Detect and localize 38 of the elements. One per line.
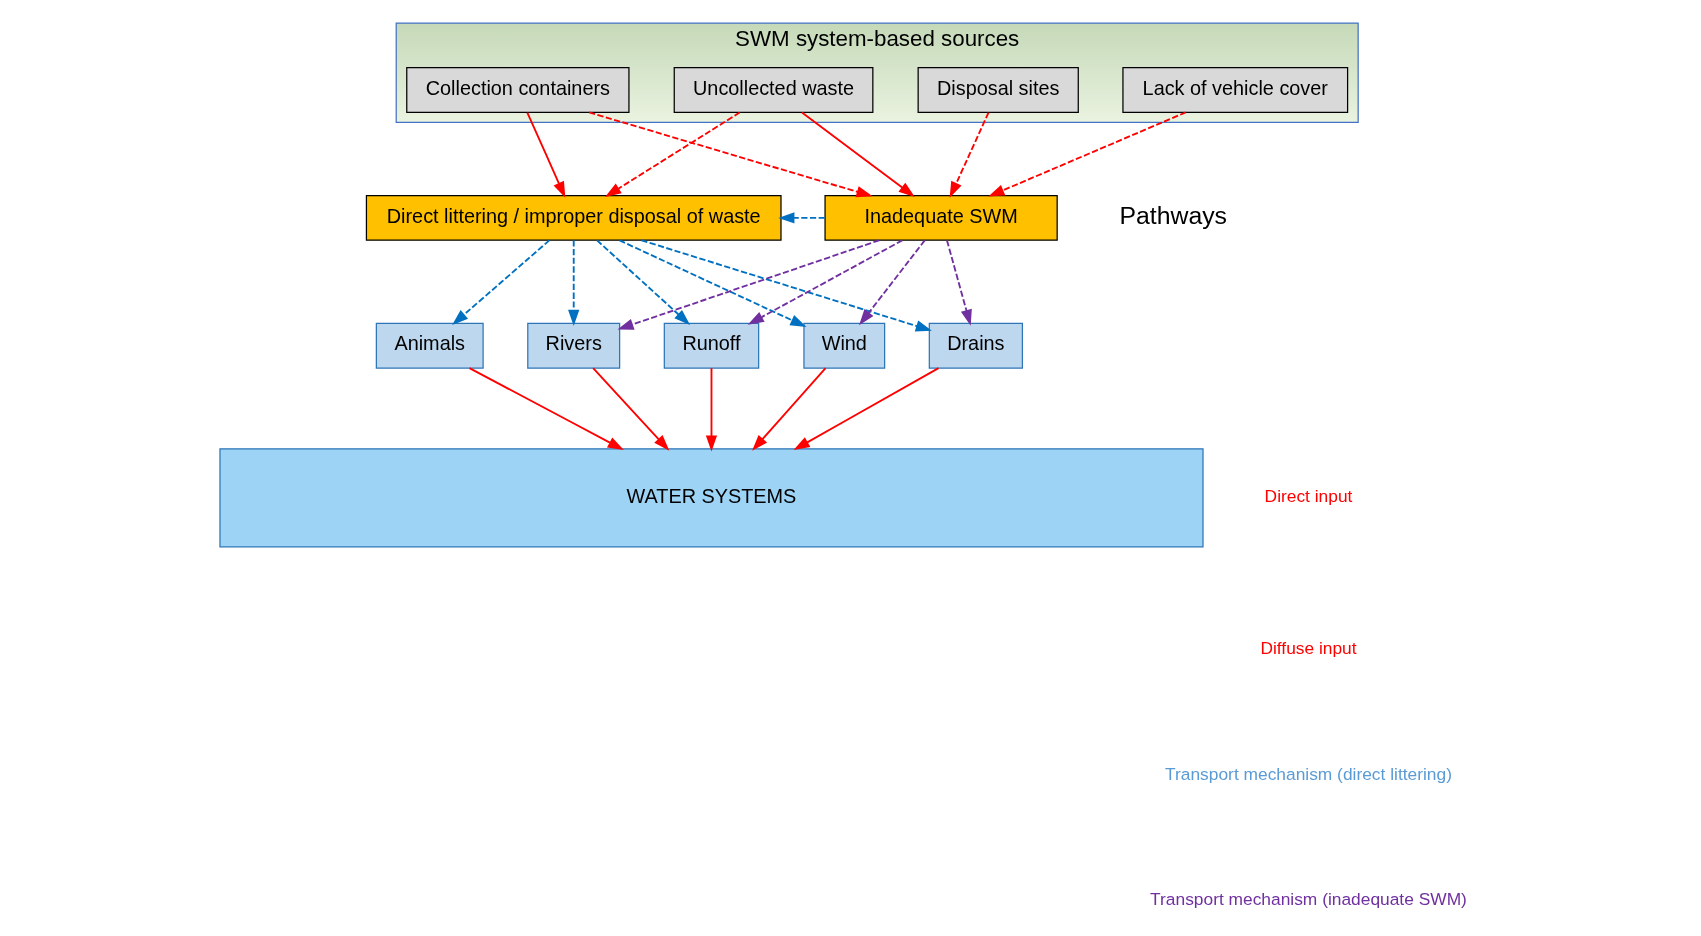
node-box: WATER SYSTEMS [219, 448, 1204, 548]
arrow [859, 239, 926, 326]
legend-label: Direct input [1264, 486, 1353, 507]
arrow [526, 111, 566, 198]
node-box: Animals [375, 322, 484, 369]
arrow [778, 212, 826, 224]
arrow [468, 367, 624, 451]
arrow [617, 239, 881, 330]
arrow [568, 239, 580, 326]
arrow [618, 239, 807, 327]
node-box: Drains [928, 322, 1024, 369]
node-box: Rivers [527, 322, 621, 369]
arrow [801, 111, 915, 197]
node-box: Inadequate SWM [824, 194, 1058, 241]
arrow [640, 239, 932, 332]
node-box: Collection containers [406, 67, 630, 113]
arrow [988, 111, 1187, 197]
arrow [452, 239, 551, 325]
arrow [592, 367, 670, 451]
node-box: Wind [803, 322, 886, 369]
label: Pathways [1119, 202, 1227, 230]
arrow [747, 239, 904, 325]
node-box: Direct littering / improper disposal of waste [365, 194, 782, 241]
legend-label: Transport mechanism (direct littering) [1165, 763, 1452, 784]
legend-label: Diffuse input [1260, 638, 1357, 659]
arrow [705, 367, 718, 452]
arrow [949, 111, 990, 198]
node-box: Disposal sites [917, 67, 1079, 113]
arrow [588, 111, 873, 198]
arrow [605, 111, 741, 197]
node-box: Lack of vehicle cover [1122, 67, 1349, 113]
arrow [752, 367, 827, 451]
node-box: Uncollected waste [673, 67, 874, 113]
legend-label: Transport mechanism (inadequate SWM) [1150, 889, 1467, 910]
arrow [946, 239, 972, 326]
arrow [793, 367, 940, 451]
arrow [596, 239, 691, 326]
node-box: Runoff [663, 322, 760, 369]
